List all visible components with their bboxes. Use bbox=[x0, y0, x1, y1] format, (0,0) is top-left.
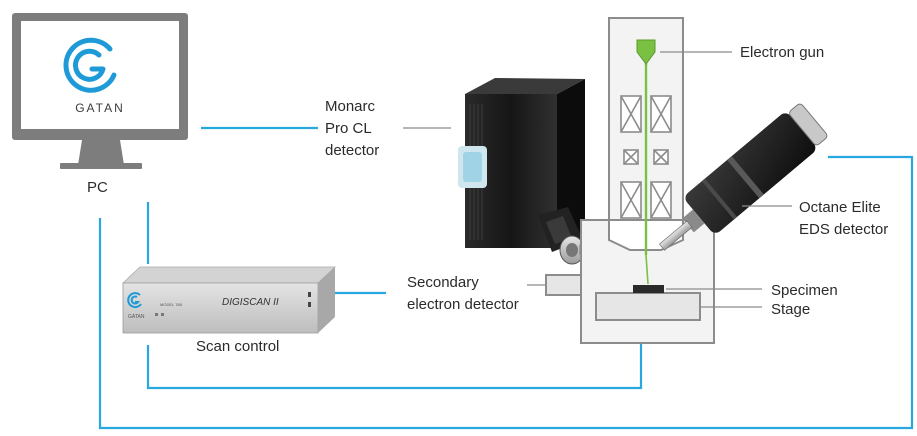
svg-text:MODEL 788: MODEL 788 bbox=[160, 302, 183, 307]
specimen-stage-block bbox=[595, 292, 701, 321]
lens-middle bbox=[623, 149, 669, 165]
pc-monitor: GATAN bbox=[12, 13, 188, 169]
scan-gatan-logo-icon: GATAN bbox=[127, 292, 145, 320]
electron-beam bbox=[644, 60, 649, 285]
octane-label: Octane Elite EDS detector bbox=[799, 199, 889, 238]
secondary-port bbox=[545, 274, 582, 296]
monarc-label: Monarc Pro CL detector bbox=[325, 98, 380, 159]
svg-text:GATAN: GATAN bbox=[128, 314, 145, 320]
scan-control-unit: GATAN MODEL 788 DIGISCAN II bbox=[121, 266, 337, 334]
scan-control-label: Scan control bbox=[196, 338, 280, 355]
electron-gun-label: Electron gun bbox=[740, 44, 825, 61]
lens-upper bbox=[620, 95, 672, 133]
specimen-sample bbox=[633, 285, 664, 293]
electron-gun-icon bbox=[636, 39, 656, 65]
svg-text:DIGISCAN II: DIGISCAN II bbox=[222, 297, 279, 308]
stage-label: Stage bbox=[771, 301, 811, 318]
secondary-label: Secondary electron detector bbox=[407, 274, 519, 313]
cable-pc-eds bbox=[98, 155, 914, 430]
svg-text:GATAN: GATAN bbox=[75, 101, 125, 115]
cable-scan-sem bbox=[146, 343, 643, 390]
gatan-logo-icon: GATAN bbox=[63, 37, 125, 115]
pc-label: PC bbox=[87, 179, 108, 196]
specimen-label: Specimen bbox=[771, 282, 838, 299]
octane-eds-detector bbox=[658, 103, 828, 251]
leader-lines bbox=[403, 51, 792, 308]
lens-lower bbox=[620, 181, 672, 219]
monarc-cl-detector bbox=[458, 78, 636, 265]
cables bbox=[98, 126, 914, 430]
